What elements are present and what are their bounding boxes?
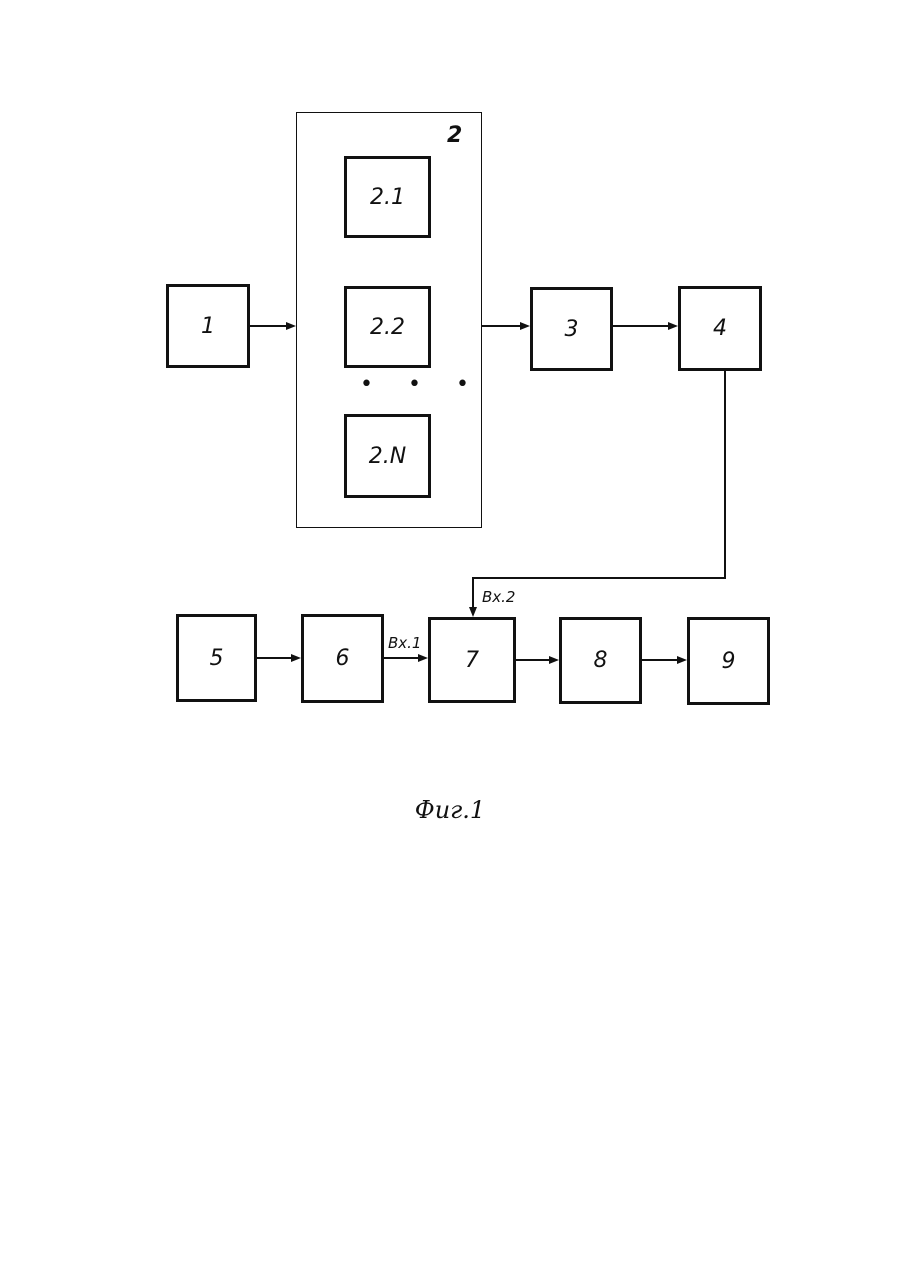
wire-2-to-3	[482, 325, 520, 327]
arrow-2-to-3	[520, 322, 530, 330]
arrow-7-to-8	[549, 656, 559, 664]
arrow-3-to-4	[668, 322, 678, 330]
block-8-label: 8	[562, 620, 639, 701]
wire-5-to-6	[257, 657, 291, 659]
block-5: 5	[176, 614, 257, 702]
figure-caption: Фиг.1	[380, 796, 520, 824]
wire-4-down	[724, 371, 726, 579]
block-1: 1	[166, 284, 250, 368]
block-3-label: 3	[533, 290, 610, 368]
block-4-label: 4	[681, 289, 759, 368]
wire-4-drop	[472, 577, 474, 607]
wire-3-to-4	[613, 325, 668, 327]
input-1-label: Вх.1	[388, 634, 421, 652]
block-4: 4	[678, 286, 762, 371]
wire-7-to-8	[516, 659, 549, 661]
block-2-n: 2.N	[344, 414, 431, 498]
wire-4-across	[472, 577, 726, 579]
block-7: 7	[428, 617, 516, 703]
block-2-label: 2	[447, 123, 462, 148]
block-3: 3	[530, 287, 613, 371]
wire-8-to-9	[642, 659, 677, 661]
block-2-2-label: 2.2	[347, 289, 428, 365]
block-7-label: 7	[431, 620, 513, 700]
block-2-n-label: 2.N	[347, 417, 428, 495]
wire-1-to-2	[250, 325, 286, 327]
block-2-1-label: 2.1	[347, 159, 428, 235]
block-8: 8	[559, 617, 642, 704]
input-2-label: Вх.2	[482, 588, 515, 606]
block-2-1: 2.1	[344, 156, 431, 238]
block-9: 9	[687, 617, 770, 705]
block-6-label: 6	[304, 617, 381, 700]
arrow-4-to-7	[469, 607, 477, 617]
block-6: 6	[301, 614, 384, 703]
block-1-label: 1	[169, 287, 247, 365]
block-2-2: 2.2	[344, 286, 431, 368]
ellipsis: • • •	[360, 372, 483, 397]
arrow-5-to-6	[291, 654, 301, 662]
arrow-1-to-2	[286, 322, 296, 330]
arrow-6-to-7	[418, 654, 428, 662]
arrow-8-to-9	[677, 656, 687, 664]
wire-6-to-7	[384, 657, 418, 659]
block-9-label: 9	[690, 620, 767, 702]
block-5-label: 5	[179, 617, 254, 699]
